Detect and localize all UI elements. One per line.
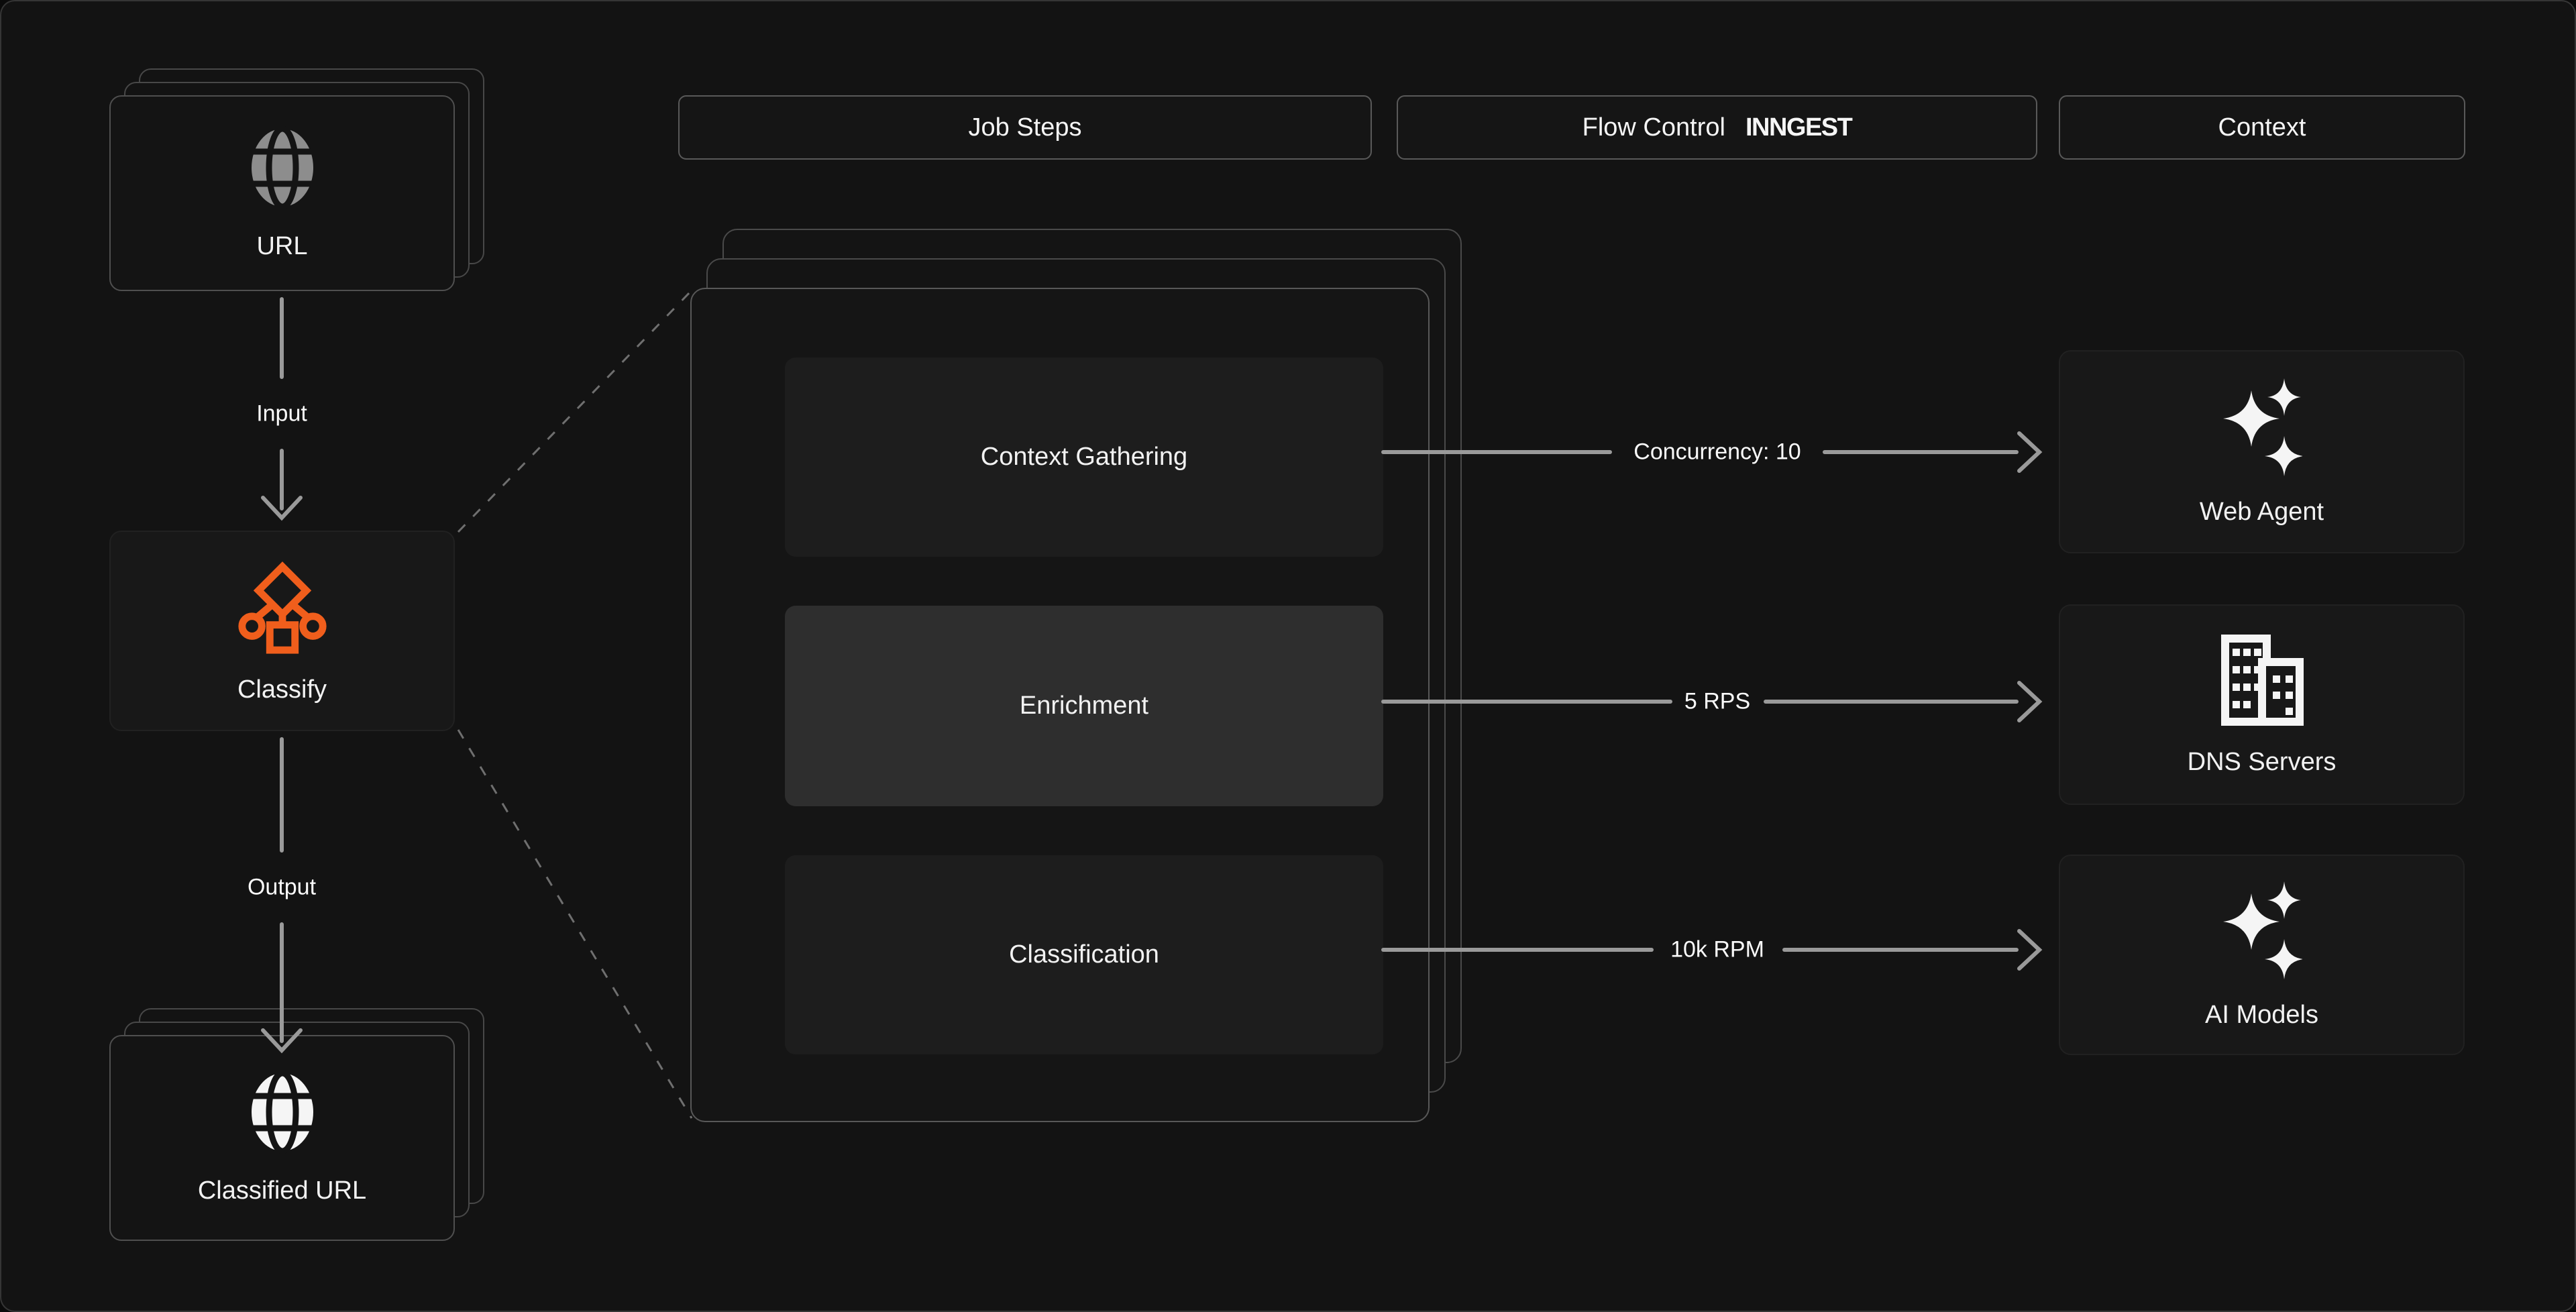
classified-card-label: Classified URL	[197, 1177, 367, 1205]
rps-arrowhead	[2017, 681, 2043, 722]
header-job-steps: Job Steps	[678, 95, 1372, 160]
classify-node: Classify	[109, 531, 455, 731]
classify-label: Classify	[237, 675, 327, 704]
job-steps-panel: Context Gathering Enrichment Classificat…	[690, 288, 1430, 1122]
concurrency-arrowhead	[2017, 431, 2043, 473]
ai-models-label: AI Models	[2205, 1001, 2318, 1029]
dns-servers-label: DNS Servers	[2187, 748, 2337, 776]
step-enrichment: Enrichment	[785, 606, 1383, 806]
sparkles-icon	[2222, 881, 2302, 979]
web-agent-label: Web Agent	[2199, 498, 2324, 526]
output-arrow-label: Output	[247, 874, 317, 900]
flow-control-rpm-label: 10k RPM	[1670, 936, 1764, 963]
rpm-arrowhead	[2017, 929, 2043, 971]
ai-models-card: AI Models	[2059, 855, 2465, 1055]
header-flow-control-label: Flow Control	[1582, 113, 1725, 142]
step-context-gathering: Context Gathering	[785, 358, 1383, 557]
header-context: Context	[2059, 95, 2465, 160]
workflow-tree-icon	[237, 561, 327, 654]
header-context-label: Context	[2218, 113, 2306, 142]
url-card-label: URL	[256, 231, 308, 260]
inngest-logo: INNGEST	[1745, 113, 1853, 142]
output-arrowhead	[261, 1028, 303, 1054]
globe-icon	[248, 1071, 316, 1154]
globe-icon	[248, 125, 316, 209]
header-job-steps-label: Job Steps	[968, 113, 1082, 142]
input-arrow-label: Input	[256, 400, 307, 427]
dashed-line-top	[457, 289, 693, 533]
buildings-icon	[2220, 635, 2304, 726]
step-classification: Classification	[785, 855, 1383, 1054]
sparkles-icon	[2222, 378, 2302, 476]
header-flow-control: Flow Control INNGEST	[1397, 95, 2037, 160]
web-agent-card: Web Agent	[2059, 350, 2465, 553]
input-arrowhead	[261, 496, 303, 521]
dns-servers-card: DNS Servers	[2059, 604, 2465, 805]
url-card: URL	[109, 95, 455, 291]
flow-control-concurrency-label: Concurrency: 10	[1633, 439, 1801, 465]
flow-control-rps-label: 5 RPS	[1684, 688, 1751, 714]
classified-url-card: Classified URL	[109, 1035, 455, 1241]
